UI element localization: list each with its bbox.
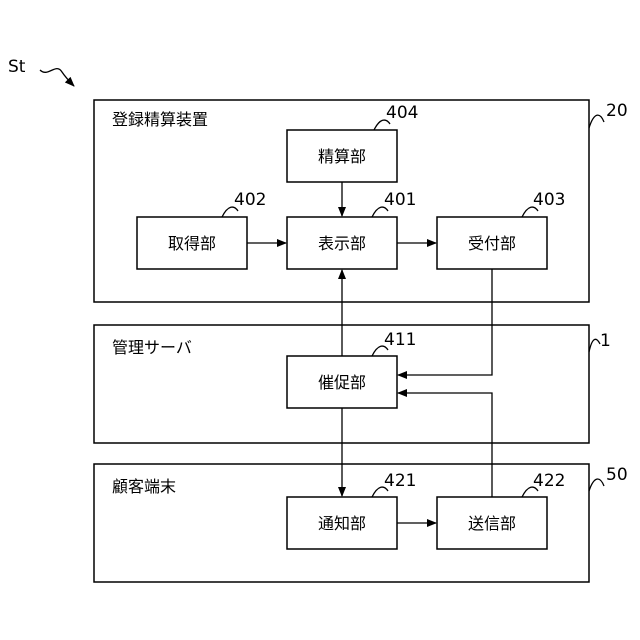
notification-unit-label: 通知部 [318, 514, 366, 533]
ref-411: 411 [384, 330, 416, 350]
ref-1-leader [589, 339, 600, 352]
management-server-title: 管理サーバ [112, 338, 192, 357]
acquisition-unit-label: 取得部 [168, 234, 216, 253]
prompt-unit-label: 催促部 [318, 373, 366, 392]
ref-1: 1 [600, 331, 611, 351]
ref-20: 20 [606, 101, 628, 121]
ref-421: 421 [384, 471, 416, 491]
ref-403: 403 [533, 190, 565, 210]
display-unit-label: 表示部 [318, 234, 366, 253]
registration-settlement-title: 登録精算装置 [112, 110, 208, 129]
ref-50: 50 [606, 465, 628, 485]
ref-50-leader [589, 479, 604, 491]
transmission-unit-label: 送信部 [468, 514, 516, 533]
ref-404: 404 [386, 103, 418, 123]
ref-401: 401 [384, 190, 416, 210]
settlement-unit-label: 精算部 [318, 147, 366, 166]
ref-422: 422 [533, 471, 565, 491]
figure-label: St [8, 57, 26, 77]
ref-20-leader [589, 115, 604, 128]
ref-402: 402 [234, 190, 266, 210]
customer-terminal-title: 顧客端末 [112, 477, 176, 496]
figure-label-pointer [40, 69, 74, 86]
reception-unit-label: 受付部 [468, 234, 516, 253]
